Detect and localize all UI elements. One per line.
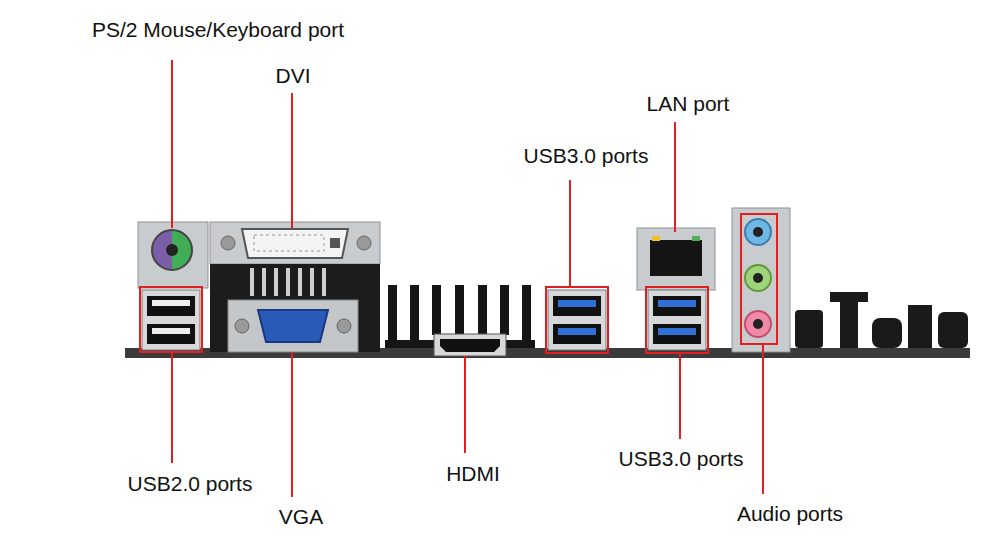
hdmi-shell: [434, 334, 506, 356]
lan-port: [637, 228, 715, 290]
usb-slot: [653, 324, 701, 344]
callout-label: USB3.0 ports: [524, 144, 649, 168]
port-housing: [210, 264, 380, 352]
dvi-port: [210, 222, 380, 264]
leader-line: [291, 93, 293, 228]
callout-label: DVI: [275, 64, 310, 88]
line-out-jack: [745, 265, 771, 291]
leader-line: [679, 353, 681, 439]
usb3-tongue: [658, 300, 696, 307]
vga-port: [210, 264, 380, 352]
usb3-ports: [646, 287, 708, 353]
usb-tongue: [152, 328, 190, 334]
usb3-ports: [546, 287, 608, 353]
mic-jack: [745, 311, 771, 337]
ps2-port: [138, 222, 208, 288]
usb-slot: [147, 324, 195, 344]
jack-hole: [753, 273, 763, 283]
highlight-box: [140, 287, 202, 352]
usb3-tongue: [558, 300, 596, 307]
screw: [235, 319, 249, 333]
usb-shell: [648, 290, 706, 350]
callout-label: VGA: [279, 505, 323, 529]
ps2-hole: [166, 244, 178, 256]
leader-line: [171, 60, 173, 228]
hdmi-slot: [440, 339, 500, 352]
board-components: [795, 292, 968, 348]
dvi-connector: [242, 229, 348, 258]
dvi-pins: [254, 235, 324, 251]
usb-slot: [553, 324, 601, 344]
vent-slots: [250, 268, 326, 296]
usb-slot: [653, 296, 701, 316]
usb-shell: [142, 290, 200, 350]
led: [692, 236, 700, 241]
usb2-ports: [140, 287, 202, 352]
leader-line: [762, 344, 764, 494]
led: [652, 236, 660, 241]
hdmi-port: [434, 334, 506, 356]
screw: [337, 319, 351, 333]
metal-bracket: [138, 222, 208, 288]
metal-bracket: [210, 222, 380, 264]
callout-label: Audio ports: [737, 502, 843, 526]
screw: [221, 236, 235, 250]
leader-line: [464, 356, 466, 453]
usb-tongue: [152, 300, 190, 306]
highlight-box: [741, 214, 777, 344]
metal-bracket: [732, 208, 790, 352]
callout-label: PS/2 Mouse/Keyboard port: [92, 18, 344, 42]
leader-line: [674, 122, 676, 232]
usb-slot: [147, 296, 195, 316]
callout-label: USB3.0 ports: [619, 447, 744, 471]
dvi-blade: [330, 238, 340, 248]
highlight-box: [646, 287, 708, 353]
usb3-tongue: [658, 328, 696, 335]
screw: [357, 236, 371, 250]
line-in-jack: [745, 219, 771, 245]
metal-plate: [228, 300, 358, 352]
callout-label: USB2.0 ports: [128, 472, 253, 496]
leader-line: [291, 352, 293, 497]
usb3-tongue: [558, 328, 596, 335]
audio-ports: [732, 208, 790, 352]
usb-slot: [553, 296, 601, 316]
leader-line: [569, 180, 571, 287]
leader-line: [171, 352, 173, 463]
metal-shell: [637, 228, 715, 290]
callout-label: HDMI: [446, 462, 500, 486]
usb-shell: [548, 290, 606, 350]
vga-dsub: [258, 310, 328, 342]
rj45-socket: [650, 240, 702, 276]
highlight-box: [546, 287, 608, 353]
jack-hole: [753, 319, 763, 329]
callout-label: LAN port: [647, 92, 730, 116]
leader-lines: [172, 60, 763, 497]
ps2-rim: [152, 230, 192, 270]
jack-hole: [753, 227, 763, 237]
